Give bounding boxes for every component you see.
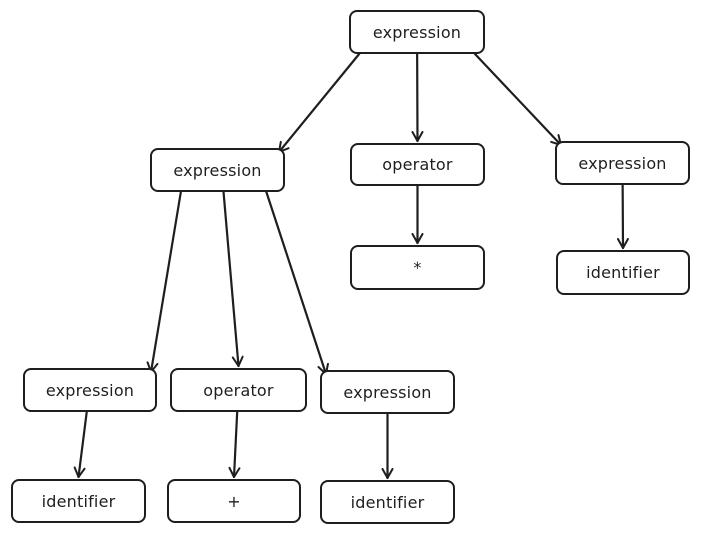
node-right-expression[interactable]: expression (555, 141, 690, 185)
node-left-left-expression[interactable]: expression (23, 368, 157, 412)
arrow-left_expr-to-ll_expr (146, 190, 182, 374)
arrow-ll_expr-to-ll_identifier (73, 410, 88, 479)
arrow-left_expr-to-lr_expr (265, 190, 329, 376)
node-root-operator[interactable]: operator (350, 143, 485, 186)
node-left-expression[interactable]: expression (150, 148, 285, 192)
node-star-operator[interactable]: * (350, 245, 485, 290)
node-left-left-identifier[interactable]: identifier (11, 479, 146, 523)
arrow-l_operator-to-plus (228, 410, 241, 479)
arrow-root-to-left_expr (277, 52, 361, 154)
node-left-operator[interactable]: operator (170, 368, 307, 412)
arrow-left_expr-to-l_operator (222, 190, 244, 368)
node-right-identifier[interactable]: identifier (556, 250, 690, 295)
node-root-expression[interactable]: expression (349, 10, 485, 54)
node-plus-operator[interactable]: + (167, 479, 301, 523)
node-left-right-expression[interactable]: expression (320, 370, 455, 414)
node-left-right-identifier[interactable]: identifier (320, 480, 455, 524)
arrow-root-to-right_expr (473, 52, 563, 147)
